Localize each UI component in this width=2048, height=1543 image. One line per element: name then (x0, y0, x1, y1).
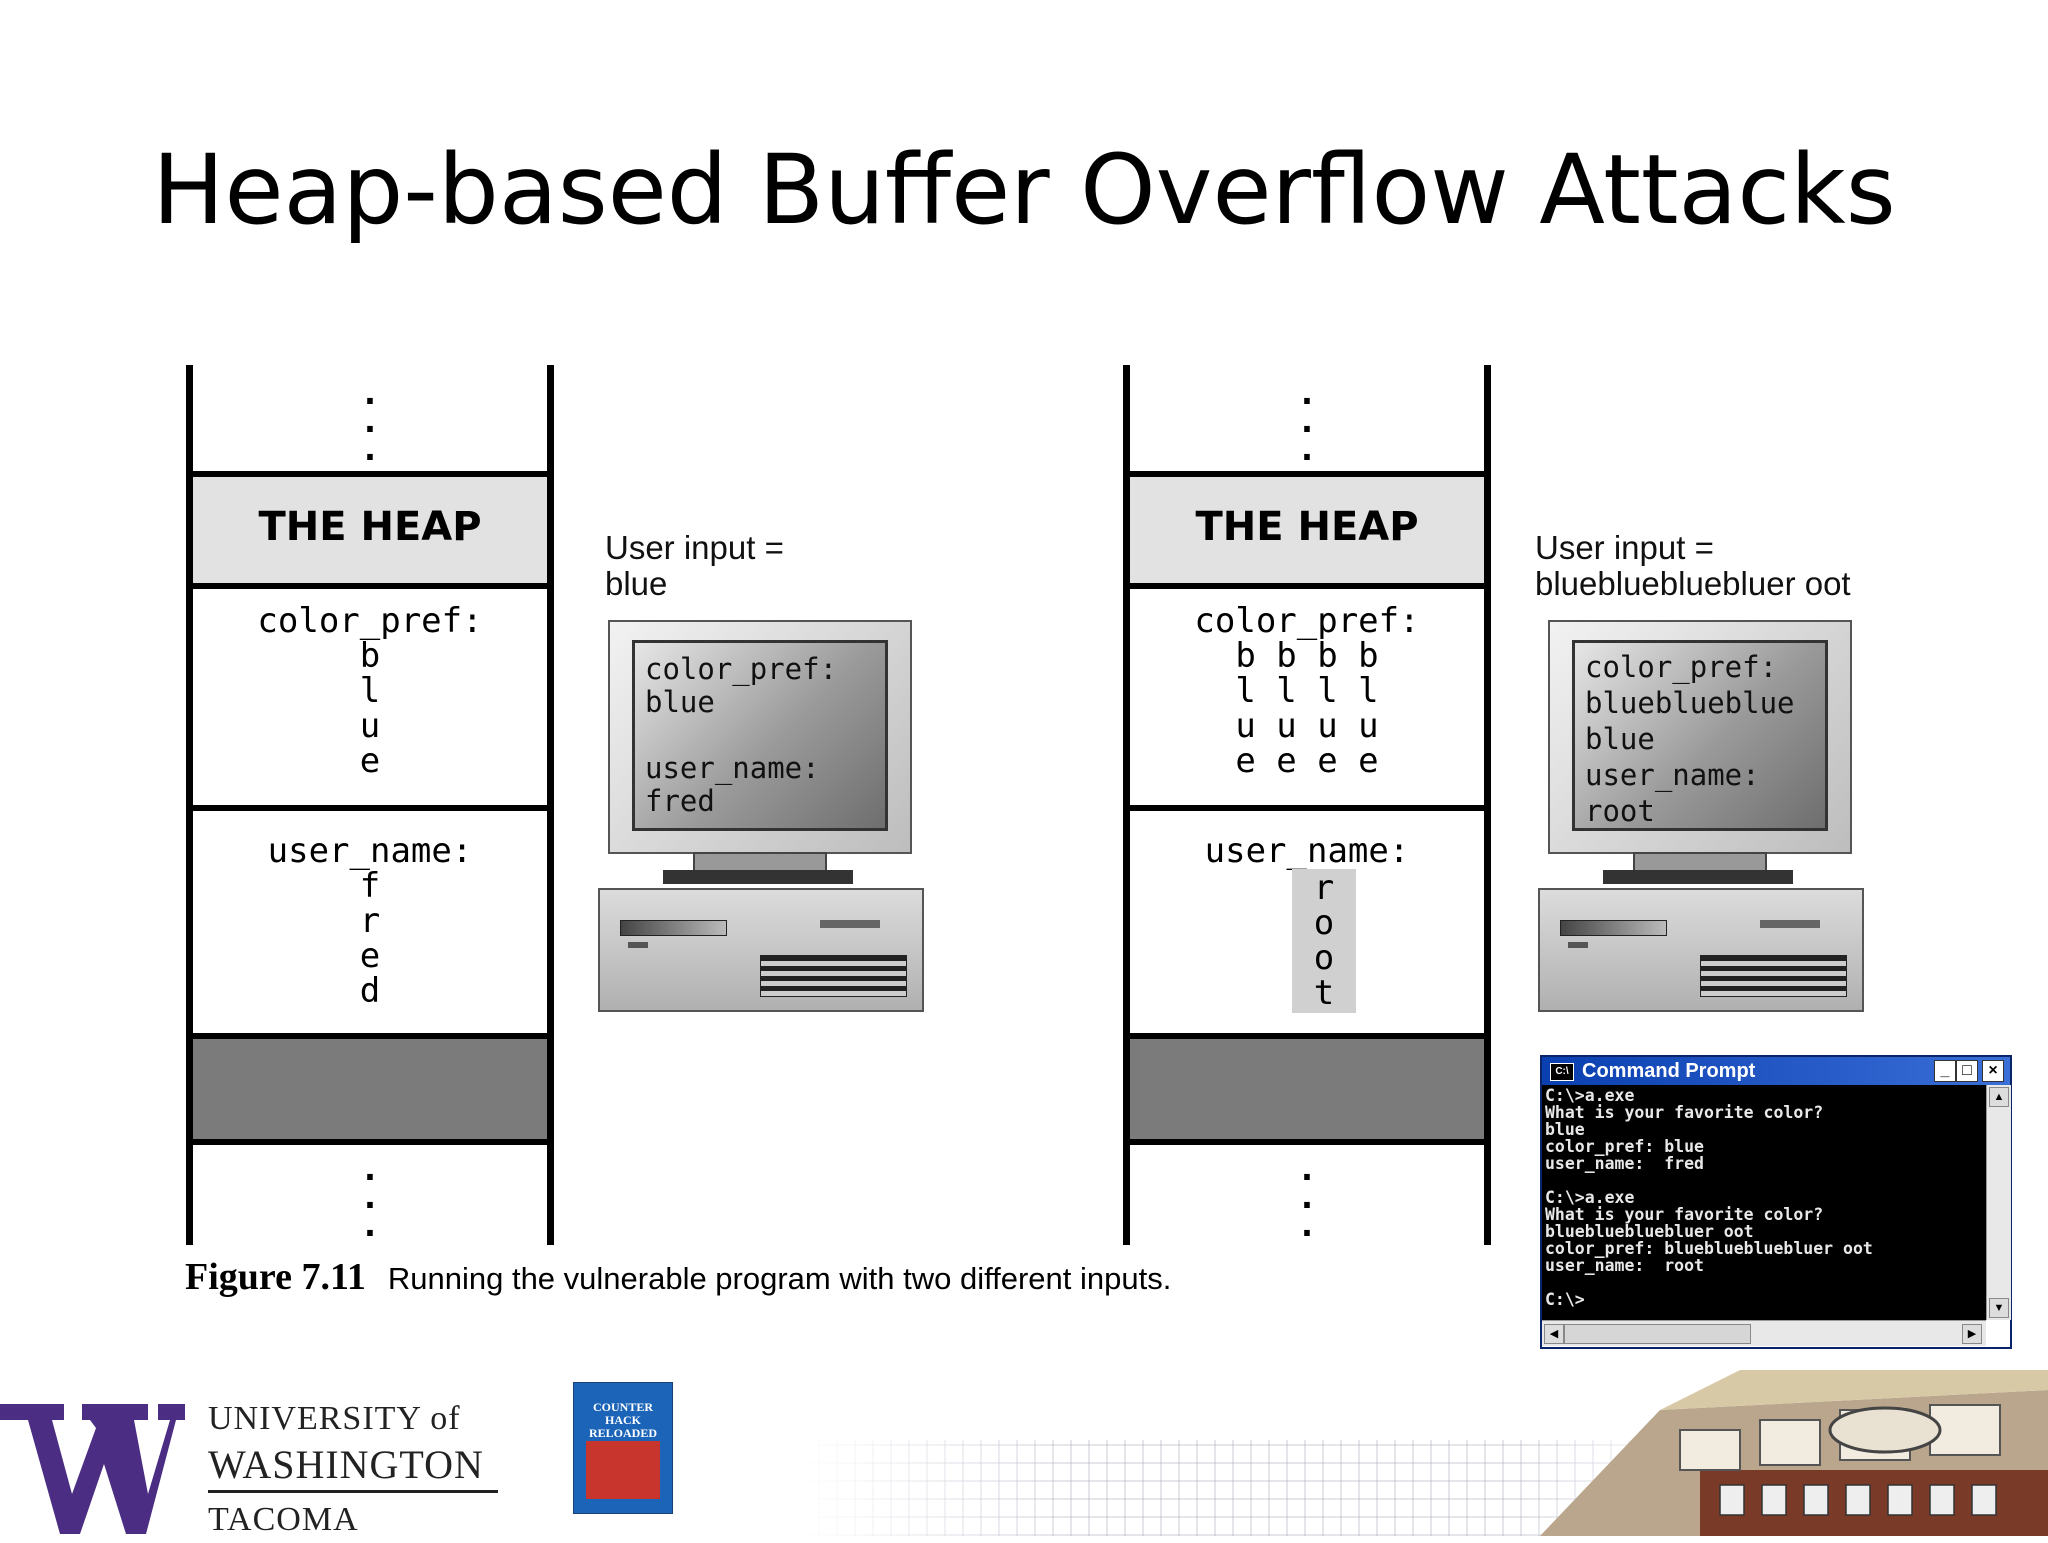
horizontal-scrollbar[interactable]: ◀ ▶ (1542, 1320, 1986, 1346)
letter: f (193, 869, 547, 904)
university-wordmark: UNIVERSITY of WASHINGTON TACOMA (208, 1396, 498, 1543)
console-icon: C:\ (1550, 1063, 1574, 1081)
divider (1123, 1139, 1491, 1145)
university-line-1: UNIVERSITY of (208, 1396, 498, 1442)
color-pref-row: b b b b (1130, 639, 1484, 674)
screen: color_pref: blueblueblue blue user_name:… (1572, 640, 1828, 831)
slide-title: Heap-based Buffer Overflow Attacks (0, 130, 2048, 250)
memory-column-right: ... THE HEAP color_pref: b b b b l l l l… (1123, 365, 1491, 1245)
color-pref-row: e e e e (1130, 744, 1484, 779)
scroll-up-icon[interactable]: ▲ (1989, 1087, 2009, 1107)
letter: e (193, 744, 547, 779)
computer-left: color_pref: blue user_name: fred (598, 620, 928, 1020)
university-line-3: TACOMA (208, 1497, 498, 1543)
disk-drive (620, 920, 727, 936)
user-name-value: f r e d (193, 869, 547, 1009)
unused-heap-segment (193, 1039, 547, 1139)
window-title: Command Prompt (1582, 1057, 1755, 1085)
figure-caption: Figure 7.11 Running the vulnerable progra… (185, 1255, 1171, 1299)
letter: o (1292, 906, 1356, 941)
color-pref-row: u u u u (1130, 709, 1484, 744)
ellipsis-bottom: ... (186, 1155, 554, 1239)
user-name-label: user_name: (193, 833, 547, 869)
window-titlebar[interactable]: C:\ Command Prompt _ □ × (1542, 1057, 2010, 1085)
letter: r (193, 904, 547, 939)
floppy-slot (820, 920, 880, 928)
maximize-button[interactable]: □ (1956, 1060, 1978, 1082)
computer-case (1538, 888, 1864, 1012)
ellipsis-bottom: ... (1123, 1155, 1491, 1239)
monitor: color_pref: blue user_name: fred (608, 620, 912, 854)
overwritten-user-name: r o o t (1292, 869, 1356, 1013)
computer-right: color_pref: blueblueblue blue user_name:… (1538, 620, 1868, 1020)
monitor-base (663, 870, 853, 884)
scroll-thumb[interactable] (1564, 1324, 1751, 1344)
monitor: color_pref: blueblueblue blue user_name:… (1548, 620, 1852, 854)
case-vents (1700, 955, 1847, 997)
heap-label: THE HEAP (193, 477, 547, 577)
letter: d (193, 974, 547, 1009)
book-cover-art (586, 1441, 660, 1499)
color-pref-label: color_pref: (1130, 603, 1484, 639)
color-pref-row: l l l l (1130, 674, 1484, 709)
divider (186, 1139, 554, 1145)
scroll-left-icon[interactable]: ◀ (1544, 1324, 1564, 1344)
scroll-right-icon[interactable]: ▶ (1962, 1324, 1982, 1344)
letter: t (1292, 976, 1356, 1011)
command-prompt-window: C:\ Command Prompt _ □ × C:\>a.exe What … (1540, 1055, 2012, 1349)
user-input-right: User input = bluebluebluebluer oot (1535, 530, 1851, 602)
uw-w-logo (0, 1398, 185, 1536)
user-name-segment: user_name: r o o t (1130, 811, 1484, 1033)
floppy-slot (1760, 920, 1820, 928)
ellipsis-top: ... (186, 379, 554, 463)
letter: e (193, 939, 547, 974)
letter: l (193, 674, 547, 709)
screen: color_pref: blue user_name: fred (632, 640, 888, 831)
letter: o (1292, 941, 1356, 976)
screen-text: color_pref: blueblueblue blue user_name:… (1585, 649, 1795, 829)
minimize-button[interactable]: _ (1934, 1060, 1956, 1082)
color-pref-value: b l u e (193, 639, 547, 779)
letter: r (1292, 871, 1356, 906)
unused-heap-segment (1130, 1039, 1484, 1139)
color-pref-label: color_pref: (193, 603, 547, 639)
computer-case (598, 888, 924, 1012)
building-illustration (1500, 1370, 2048, 1536)
disk-drive (1560, 920, 1667, 936)
user-name-label: user_name: (1130, 833, 1484, 869)
ellipsis-top: ... (1123, 379, 1491, 463)
monitor-base (1603, 870, 1793, 884)
book-cover-image: COUNTER HACK RELOADED (573, 1382, 673, 1514)
screen-text: color_pref: blue user_name: fred (645, 653, 837, 818)
power-led (628, 942, 648, 948)
scroll-down-icon[interactable]: ▼ (1989, 1298, 2009, 1318)
university-line-2: WASHINGTON (208, 1442, 498, 1488)
book-title: COUNTER HACK RELOADED (576, 1401, 670, 1440)
figure-caption-text: Running the vulnerable program with two … (388, 1261, 1172, 1296)
heap-label: THE HEAP (1130, 477, 1484, 577)
close-button[interactable]: × (1982, 1060, 2004, 1082)
user-input-left: User input = blue (605, 530, 784, 602)
memory-column-left: ... THE HEAP color_pref: b l u e user_na… (186, 365, 554, 1245)
console-output[interactable]: C:\>a.exe What is your favorite color? b… (1542, 1085, 1986, 1320)
vertical-scrollbar[interactable]: ▲ ▼ (1986, 1085, 2011, 1320)
power-led (1568, 942, 1588, 948)
heap-segment: THE HEAP (193, 477, 547, 583)
letter: u (193, 709, 547, 744)
heap-segment: THE HEAP (1130, 477, 1484, 583)
figure-number: Figure 7.11 (185, 1256, 366, 1298)
letter: b (193, 639, 547, 674)
user-name-segment: user_name: f r e d (193, 811, 547, 1033)
wordmark-rule (208, 1490, 498, 1493)
color-pref-segment: color_pref: b l u e (193, 589, 547, 805)
case-vents (760, 955, 907, 997)
color-pref-segment: color_pref: b b b b l l l l u u u u e e … (1130, 589, 1484, 805)
